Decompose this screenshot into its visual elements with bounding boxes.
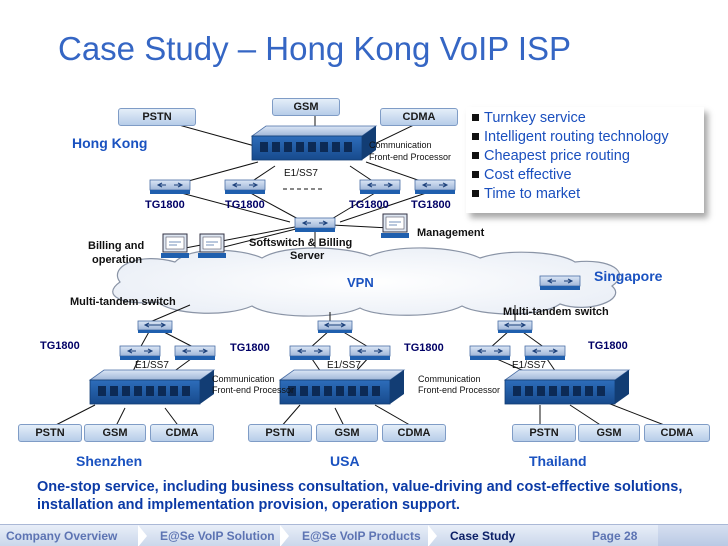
region-thailand: Thailand: [529, 453, 587, 469]
nav-company-overview[interactable]: Company Overview: [6, 529, 118, 543]
sz-comm-line2: Front-end Processor: [212, 385, 295, 395]
hk-softswitch-line1: Softswitch & Billing: [249, 237, 353, 249]
sz-pstn-label: PSTN: [18, 424, 82, 442]
bullet-square-icon: [472, 151, 479, 159]
region-hong-kong: Hong Kong: [72, 135, 148, 151]
usa-cdma-label: CDMA: [382, 424, 446, 442]
bullet-square-icon: [472, 113, 479, 121]
nav-separator-icon: [428, 525, 437, 546]
hk-e1-label: E1/SS7: [284, 168, 318, 179]
multi-tandem-left: Multi-tandem switch: [70, 296, 176, 308]
bullet-square-icon: [472, 132, 479, 140]
summary-text: One-stop service, including business con…: [37, 479, 683, 513]
bullet-text: Turnkey service: [484, 110, 586, 126]
hk-softswitch-line2: Server: [290, 250, 325, 262]
nav-separator-icon: [138, 525, 147, 546]
hk-tg-4: TG1800: [411, 199, 451, 211]
page-box: [658, 525, 728, 546]
bullet-item: Cheapest price routing: [472, 147, 704, 166]
region-shenzhen: Shenzhen: [76, 453, 143, 469]
nav-separator-icon: [280, 525, 289, 546]
bullet-text: Cost effective: [484, 167, 572, 183]
bullet-text: Cheapest price routing: [484, 148, 630, 164]
feature-bullets: Turnkey service Intelligent routing tech…: [466, 107, 704, 213]
bullet-text: Intelligent routing technology: [484, 129, 669, 145]
hk-tg-3: TG1800: [349, 199, 389, 211]
bullet-square-icon: [472, 170, 479, 178]
hk-comm-line1: Communication: [369, 140, 432, 150]
hk-management-label: Management: [417, 227, 485, 239]
sz-tg-2: TG1800: [230, 342, 270, 354]
hk-gsm-label: GSM: [272, 98, 340, 116]
bullet-item: Turnkey service: [472, 109, 704, 128]
th-cdma-label: CDMA: [644, 424, 710, 442]
hk-comm-line2: Front-end Processor: [369, 152, 452, 162]
sz-tg-1: TG1800: [40, 340, 80, 352]
hk-cdma-label: CDMA: [380, 108, 458, 126]
usa-pstn-label: PSTN: [248, 424, 312, 442]
bullet-text: Time to market: [484, 186, 581, 202]
nav-case-study[interactable]: Case Study: [450, 529, 516, 543]
usa-e1-label: E1/SS7: [327, 360, 361, 371]
hk-billing-line2: operation: [92, 254, 143, 266]
th-pstn-label: PSTN: [512, 424, 576, 442]
nav-products[interactable]: E@Se VoIP Products: [302, 529, 421, 543]
sz-cdma-label: CDMA: [150, 424, 214, 442]
slide-title: Case Study – Hong Kong VoIP ISP: [58, 30, 572, 67]
usa-comm-line2: Front-end Processor: [418, 385, 501, 395]
page-number: Page 28: [592, 529, 638, 543]
nav-solution[interactable]: E@Se VoIP Solution: [160, 529, 275, 543]
hk-tg-2: TG1800: [225, 199, 265, 211]
multi-tandem-right: Multi-tandem switch: [503, 306, 609, 318]
th-e1-label: E1/SS7: [512, 360, 546, 371]
th-tg-1: TG1800: [588, 340, 628, 352]
region-singapore: Singapore: [594, 268, 663, 284]
hk-pstn-label: PSTN: [118, 108, 196, 126]
region-usa: USA: [330, 453, 360, 469]
sz-gsm-label: GSM: [84, 424, 146, 442]
sz-e1-label: E1/SS7: [135, 360, 169, 371]
usa-tg-1: TG1800: [404, 342, 444, 354]
hk-tg-1: TG1800: [145, 199, 185, 211]
bullet-item: Intelligent routing technology: [472, 128, 704, 147]
sz-comm-line1: Communication: [212, 374, 275, 384]
usa-gsm-label: GSM: [316, 424, 378, 442]
section-navbar: Company Overview E@Se VoIP Solution E@Se…: [0, 524, 728, 546]
bullet-item: Cost effective: [472, 166, 704, 185]
bullet-item: Time to market: [472, 185, 704, 204]
th-gsm-label: GSM: [578, 424, 640, 442]
bullet-square-icon: [472, 189, 479, 197]
hk-billing-line1: Billing and: [88, 240, 145, 252]
vpn-label: VPN: [347, 275, 374, 290]
usa-comm-line1: Communication: [418, 374, 481, 384]
